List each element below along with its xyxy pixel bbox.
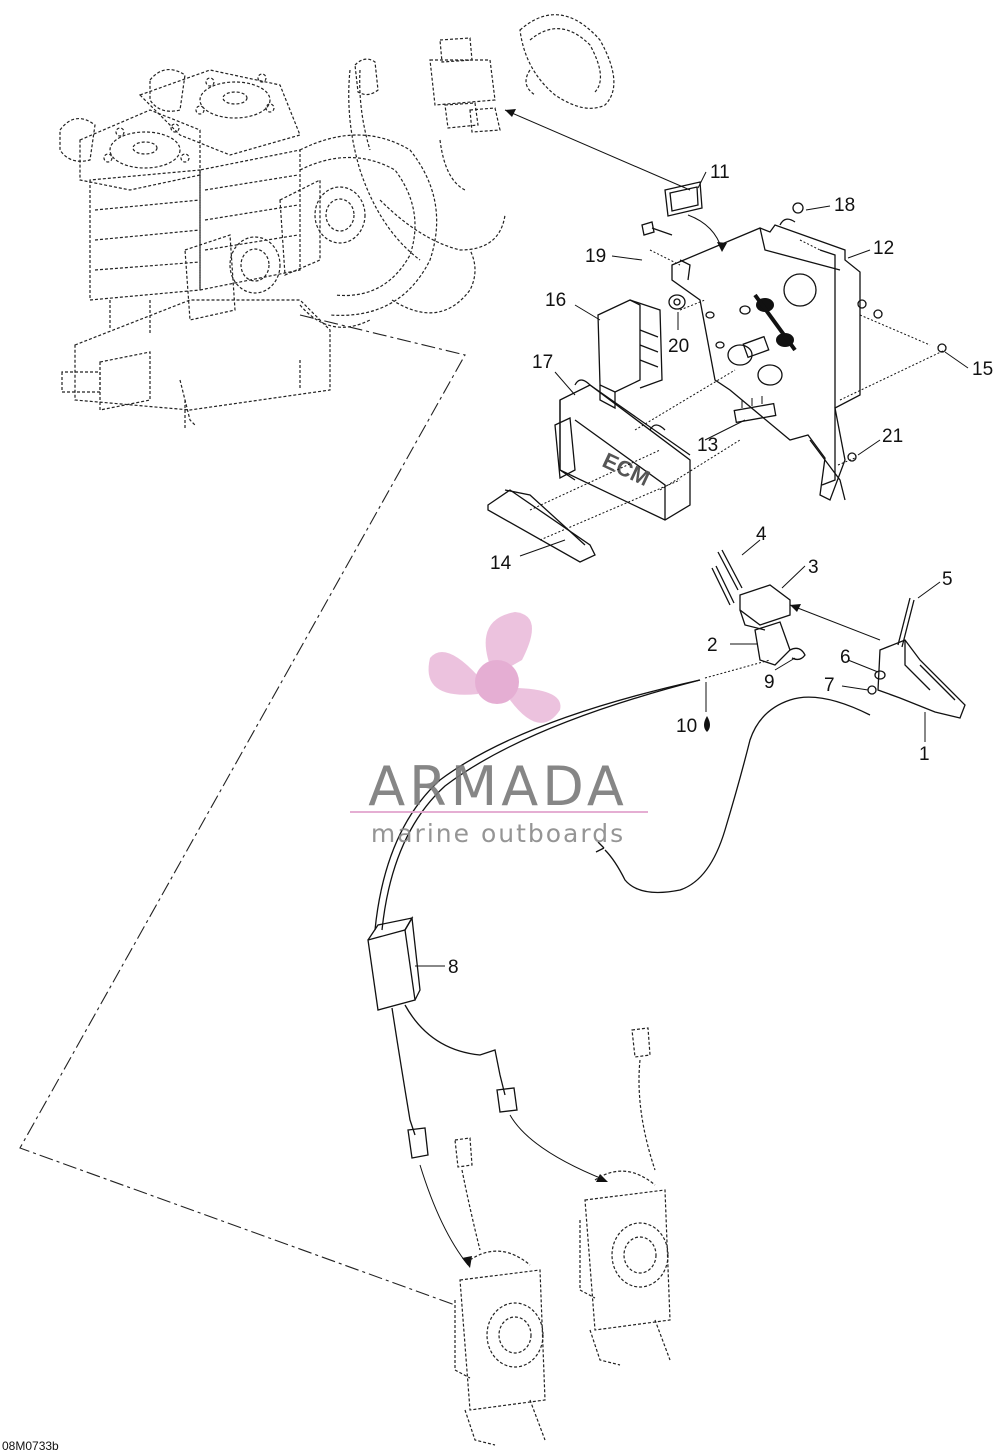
callout-leaders xyxy=(415,171,969,967)
assembly-arrow-11 xyxy=(504,109,691,191)
callout-18: 18 xyxy=(834,195,855,216)
callout-14: 14 xyxy=(490,553,512,574)
watermark: ARMADA marine outboards xyxy=(350,612,648,848)
ecm-bracket xyxy=(671,218,861,501)
callout-1: 1 xyxy=(919,744,930,765)
arrowhead xyxy=(717,242,727,252)
ecm-assembly-lines xyxy=(529,239,946,541)
engine-assembly xyxy=(59,14,615,428)
diagram-code: 08M0733b xyxy=(2,1439,59,1453)
callout-5: 5 xyxy=(942,569,953,590)
callout-10: 10 xyxy=(676,716,697,737)
tray-14 xyxy=(487,489,596,563)
callout-20: 20 xyxy=(668,336,689,357)
chain-line xyxy=(19,314,466,1306)
lubricant-drop-icon xyxy=(704,716,710,732)
callout-17: 17 xyxy=(532,352,553,373)
carburetor-right xyxy=(579,1027,671,1366)
callout-8: 8 xyxy=(448,957,459,978)
svg-text:ECM: ECM xyxy=(599,448,654,491)
harness-connector-16 xyxy=(597,299,663,410)
carburetor-left xyxy=(454,1137,546,1446)
callout-7: 7 xyxy=(824,675,835,696)
callout-13: 13 xyxy=(697,435,718,456)
hardware-small xyxy=(641,202,947,462)
callout-12: 12 xyxy=(873,238,894,259)
callout-3: 3 xyxy=(808,557,819,578)
callout-21: 21 xyxy=(882,426,903,447)
watermark-subtitle: marine outboards xyxy=(371,819,625,848)
callout-11: 11 xyxy=(710,162,730,183)
callout-2: 2 xyxy=(707,635,718,656)
callout-15: 15 xyxy=(972,359,993,380)
gasket-11 xyxy=(664,181,703,217)
throttle-group xyxy=(704,549,966,719)
arrow-11-to-bracket xyxy=(687,214,723,251)
propeller-logo-icon xyxy=(428,612,561,723)
throttle-cable xyxy=(367,679,871,1268)
callout-4: 4 xyxy=(756,524,767,545)
connector-13 xyxy=(733,402,777,424)
ecm-module-17: ECM xyxy=(554,379,691,521)
watermark-title: ARMADA xyxy=(368,755,628,818)
callout-9: 9 xyxy=(764,672,775,693)
callout-6: 6 xyxy=(840,647,851,668)
callout-19: 19 xyxy=(585,246,606,267)
callout-labels: 1 2 3 4 5 6 7 8 9 10 11 12 13 14 15 16 1… xyxy=(448,162,993,978)
callout-16: 16 xyxy=(545,290,566,311)
